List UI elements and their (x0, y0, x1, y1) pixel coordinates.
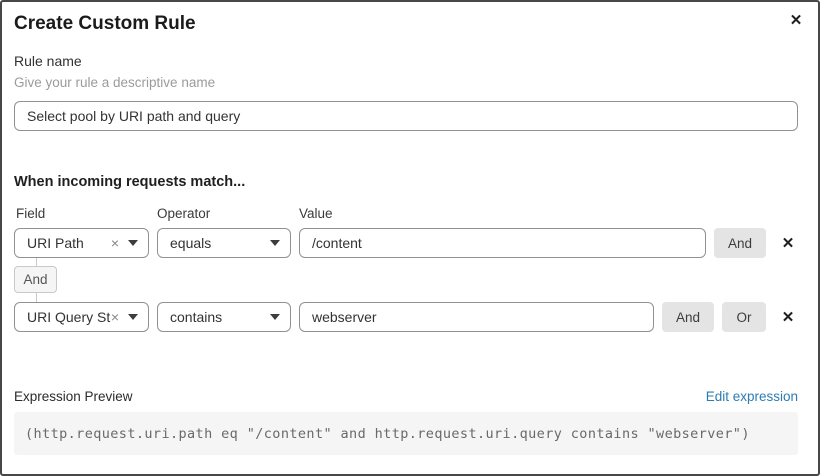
field-select[interactable]: URI Query St... × (14, 302, 149, 332)
rule-name-input[interactable] (14, 101, 798, 131)
rule-name-helper: Give your rule a descriptive name (14, 75, 216, 90)
operator-column-label: Operator (157, 206, 211, 221)
expression-preview-label: Expression Preview (14, 389, 133, 404)
expression-code: (http.request.uri.path eq "/content" and… (25, 425, 750, 442)
operator-select[interactable]: equals (157, 228, 291, 258)
field-select-value: URI Query St... (27, 309, 111, 325)
operator-select-value: equals (170, 235, 212, 251)
connector-and-badge: And (14, 266, 57, 293)
operator-select-value: contains (170, 309, 223, 325)
match-section-heading: When incoming requests match... (14, 174, 246, 190)
field-column-label: Field (16, 206, 46, 221)
and-button[interactable]: And (662, 302, 714, 332)
and-button[interactable]: And (714, 228, 766, 258)
remove-condition-icon[interactable]: ✕ (778, 228, 798, 258)
rule-name-label: Rule name (14, 53, 82, 69)
field-select[interactable]: URI Path × (14, 228, 149, 258)
field-select-value: URI Path (27, 235, 84, 251)
dialog-title: Create Custom Rule (14, 13, 196, 34)
chevron-down-icon (128, 314, 138, 320)
condition-row: URI Path × equals And ✕ (14, 228, 798, 258)
operator-select[interactable]: contains (157, 302, 291, 332)
clear-icon[interactable]: × (110, 235, 119, 251)
connector-line (36, 258, 37, 266)
expression-preview-header: Expression Preview Edit expression (14, 389, 798, 404)
condition-column-labels: Field Operator Value (14, 207, 798, 221)
chevron-down-icon (270, 240, 280, 246)
close-icon[interactable]: ✕ (785, 9, 807, 31)
connector-line (36, 293, 37, 302)
clear-icon[interactable]: × (110, 309, 119, 325)
chevron-down-icon (270, 314, 280, 320)
remove-condition-icon[interactable]: ✕ (778, 302, 798, 332)
condition-row: URI Query St... × contains And Or ✕ (14, 302, 798, 332)
value-column-label: Value (299, 206, 333, 221)
value-input[interactable] (299, 228, 706, 258)
chevron-down-icon (128, 240, 138, 246)
edit-expression-link[interactable]: Edit expression (705, 389, 798, 404)
expression-code-box: (http.request.uri.path eq "/content" and… (14, 412, 798, 455)
condition-connector: And (14, 258, 798, 302)
or-button[interactable]: Or (722, 302, 766, 332)
value-input[interactable] (299, 302, 654, 332)
